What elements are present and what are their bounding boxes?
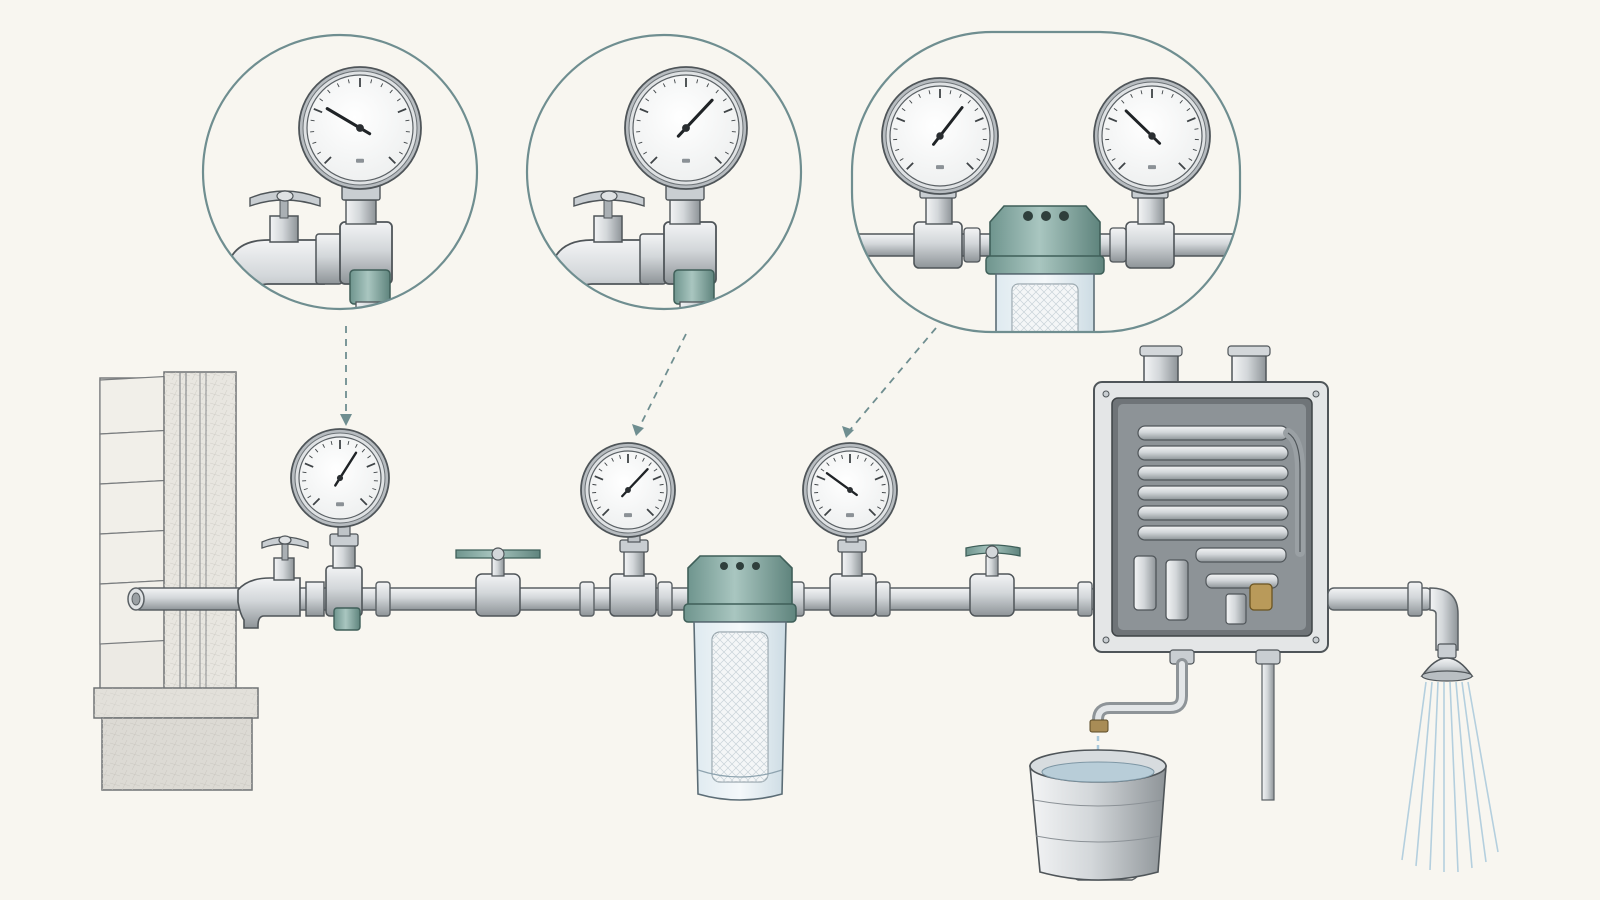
tankless-water-heater <box>1093 345 1329 665</box>
pre-filter-gauge <box>580 442 676 538</box>
bucket-icon <box>1029 749 1167 881</box>
callout-filter-closeup <box>850 30 1242 334</box>
post-filter-tee <box>829 525 877 617</box>
water-spray <box>1401 681 1499 873</box>
inline-valve-1[interactable] <box>455 547 541 617</box>
sediment-filter <box>683 555 797 801</box>
callout-connectors <box>345 326 937 431</box>
callout-arrowheads <box>340 414 854 438</box>
callout-pre-filter-closeup <box>525 33 803 311</box>
callout-spigot-gauge <box>298 66 422 190</box>
callout-filter-inlet-gauge <box>881 77 999 195</box>
shower-outlet <box>1327 581 1499 873</box>
inline-valve-2[interactable] <box>965 544 1021 617</box>
callout-spigot-closeup <box>201 33 479 311</box>
post-filter-gauge <box>802 442 898 538</box>
tankless-heater-icon <box>1093 345 1329 665</box>
shower-head-icon <box>1420 643 1474 682</box>
main-spigot-gauge <box>290 428 390 528</box>
pre-filter-tee <box>609 525 657 617</box>
sediment-filter-icon <box>683 555 797 801</box>
callout-filter-outlet-gauge <box>1093 77 1211 195</box>
main-spigot <box>237 521 363 631</box>
callout-pre-filter-gauge <box>624 66 748 190</box>
bucket <box>1029 749 1167 881</box>
house-wall <box>93 371 259 791</box>
